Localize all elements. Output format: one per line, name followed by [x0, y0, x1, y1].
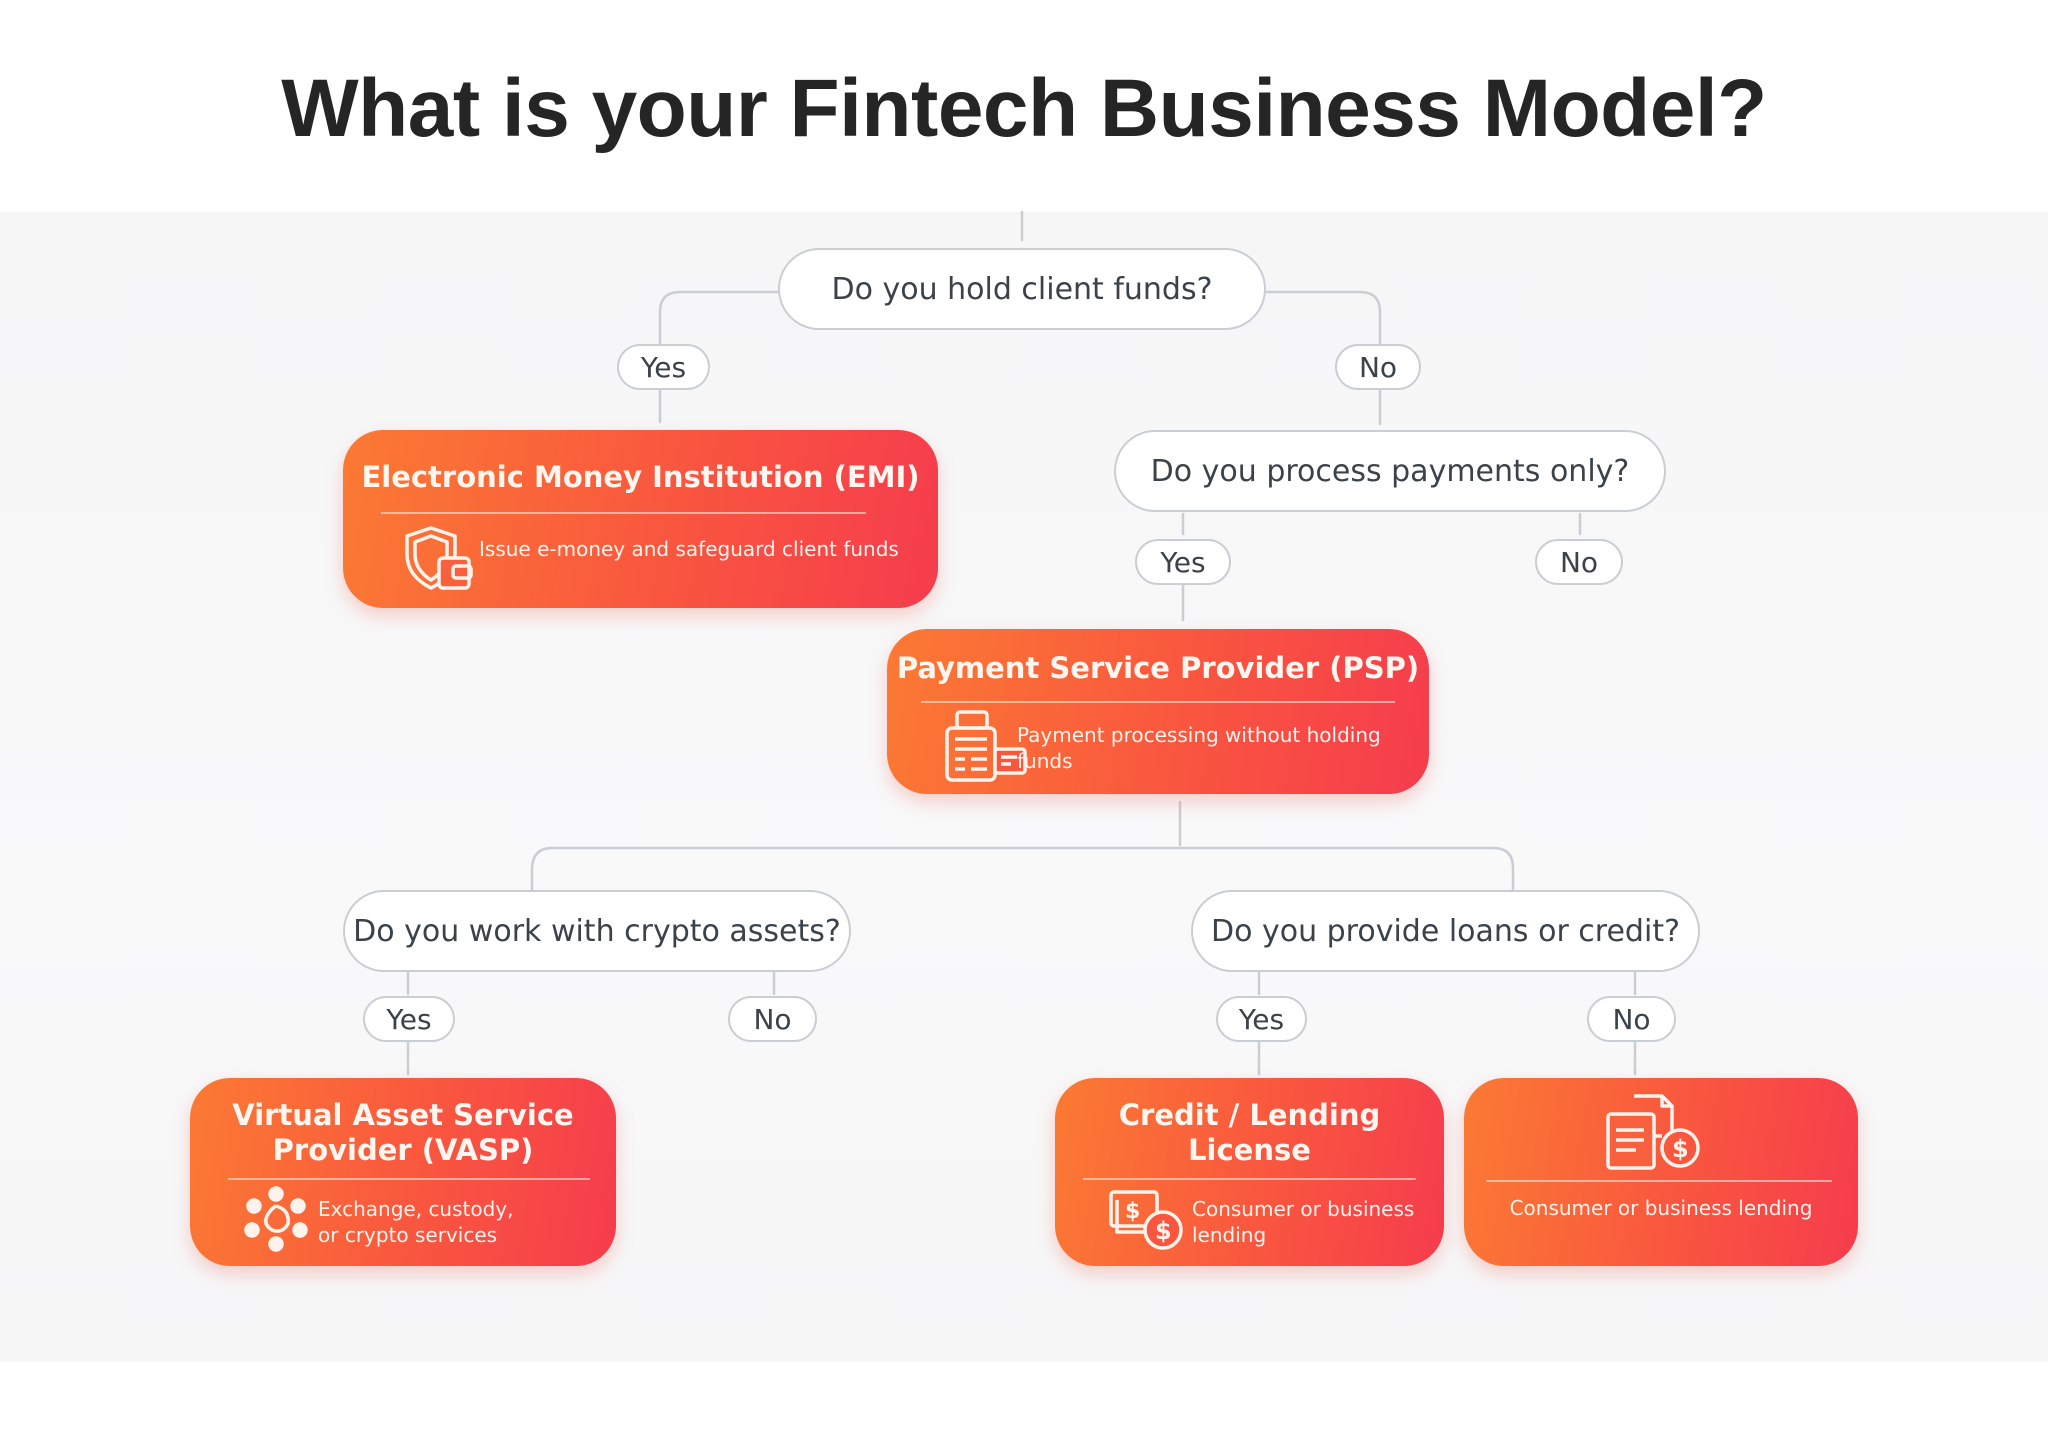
card-title-line1: Virtual Asset Service — [232, 1098, 574, 1132]
svg-text:$: $ — [1672, 1135, 1689, 1163]
card-divider — [381, 512, 866, 514]
answer-no-pill: No — [1587, 996, 1676, 1042]
card-description-line1: Consumer or business — [1192, 1197, 1415, 1221]
card-title: Payment Service Provider (PSP) — [896, 651, 1420, 685]
card-title-line2: Provider (VASP) — [272, 1133, 534, 1167]
answer-yes-pill: Yes — [617, 344, 710, 390]
question-crypto-assets: Do you work with crypto assets? — [343, 890, 851, 972]
card-divider — [1486, 1180, 1832, 1182]
card-title: Electronic Money Institution (EMI) — [361, 460, 920, 494]
answer-yes-pill: Yes — [1216, 996, 1307, 1042]
svg-text:$: $ — [1155, 1217, 1172, 1245]
card-divider — [921, 701, 1395, 703]
card-divider — [1083, 1178, 1416, 1180]
card-description-line1: Exchange, custody, — [318, 1197, 514, 1221]
outcome-card-credit-license: Credit / Lending License $ $ Consumer or… — [1055, 1078, 1444, 1266]
card-divider — [228, 1178, 590, 1180]
answer-no-pill: No — [728, 996, 817, 1042]
crypto-network-icon — [244, 1186, 308, 1252]
svg-text:$: $ — [1125, 1199, 1140, 1224]
page-title: What is your Fintech Business Model? — [281, 63, 1767, 154]
answer-yes-pill: Yes — [363, 996, 455, 1042]
question-hold-client-funds: Do you hold client funds? — [778, 248, 1266, 330]
card-description-line2: or crypto services — [318, 1223, 498, 1247]
answer-yes-pill: Yes — [1135, 539, 1231, 585]
question-process-payments-only: Do you process payments only? — [1114, 430, 1666, 512]
outcome-card-psp: Payment Service Provider (PSP) Payment p… — [887, 629, 1429, 794]
answer-no-pill: No — [1535, 539, 1623, 585]
outcome-card-vasp: Virtual Asset Service Provider (VASP) Ex… — [190, 1078, 616, 1266]
answer-no-pill: No — [1335, 344, 1421, 390]
cash-dollar-icon: $ $ — [1109, 1188, 1185, 1252]
document-dollar-icon: $ — [1600, 1092, 1710, 1174]
card-description: Payment processing without holding funds — [1017, 723, 1381, 773]
outcome-card-lending: $ Consumer or business lending — [1464, 1078, 1858, 1266]
card-title-line1: Credit / Lending — [1118, 1098, 1381, 1132]
card-description: Issue e-money and safeguard client funds — [479, 537, 899, 561]
payment-terminal-icon — [945, 709, 1029, 783]
card-description-line2: lending — [1192, 1223, 1267, 1247]
shield-wallet-icon — [401, 524, 477, 594]
card-title-line2: License — [1188, 1133, 1311, 1167]
outcome-card-emi: Electronic Money Institution (EMI) Issue… — [343, 430, 938, 608]
card-description: Consumer or business lending — [1509, 1196, 1813, 1220]
question-loans-or-credit: Do you provide loans or credit? — [1191, 890, 1700, 972]
